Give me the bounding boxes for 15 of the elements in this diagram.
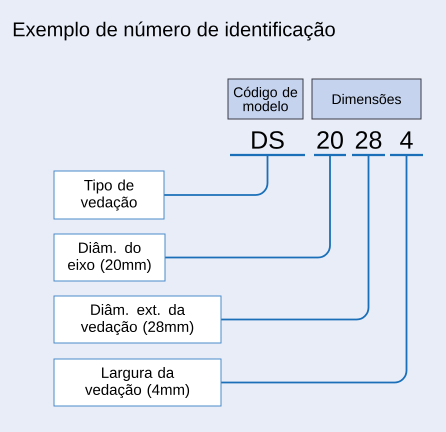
connector-line [222,155,408,384]
title: Exemplo de número de identificação [14,22,335,40]
description-box: Diâm. do eixo (20mm) [54,234,166,282]
description-box: Largura da vedação (4mm) [54,358,222,406]
header-box: Dimensões [312,78,422,120]
description-box: Tipo de vedação [54,170,164,220]
code-segment: 28 [352,131,385,156]
connector-line [166,155,331,258]
code-segment: DS [230,131,305,156]
code-segment: 20 [314,131,346,156]
connector-line [222,155,370,320]
connector-line [164,155,268,196]
header-box: Código de modelo [228,78,304,120]
description-box: Diâm. ext. da vedação (28mm) [54,296,222,344]
code-segment: 4 [390,131,423,156]
